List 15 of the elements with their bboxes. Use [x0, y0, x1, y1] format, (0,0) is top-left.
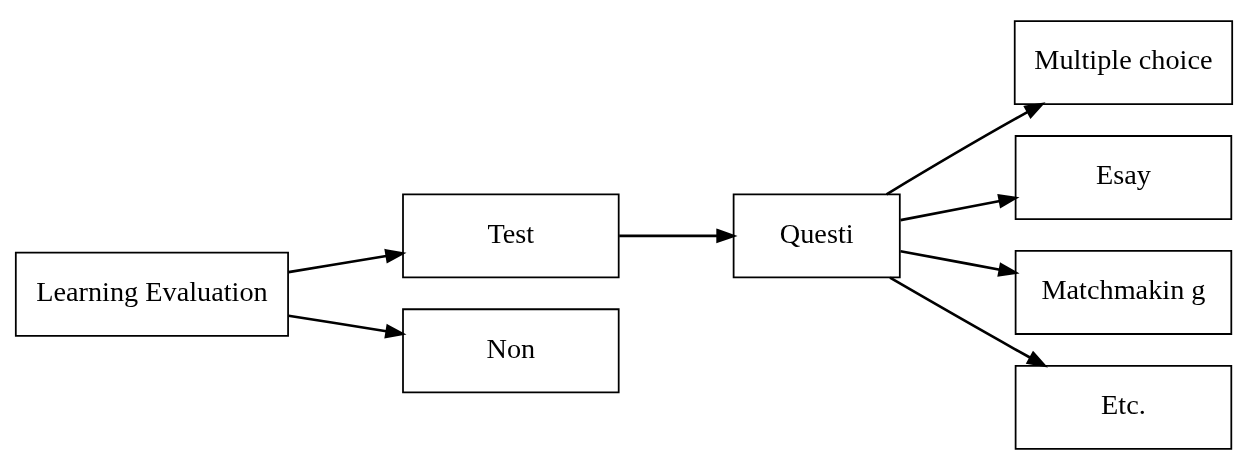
- arrow: [619, 228, 738, 244]
- node-box: Test: [402, 193, 620, 279]
- arrow: [900, 193, 1020, 222]
- node-box: Learning Evaluation: [14, 251, 289, 337]
- node-box: Esay: [1014, 135, 1233, 220]
- arrow: [889, 276, 1048, 368]
- node-box: Matchmakin g: [1014, 250, 1233, 335]
- node-box: Questi: [732, 193, 901, 279]
- arrow: [288, 314, 407, 339]
- arrow: [288, 248, 407, 274]
- node-box: Etc.: [1014, 364, 1233, 450]
- arrow: [900, 249, 1020, 277]
- node-box: Multiple choice: [1013, 20, 1234, 106]
- arrow: [885, 102, 1046, 196]
- node-box: Non: [402, 308, 620, 394]
